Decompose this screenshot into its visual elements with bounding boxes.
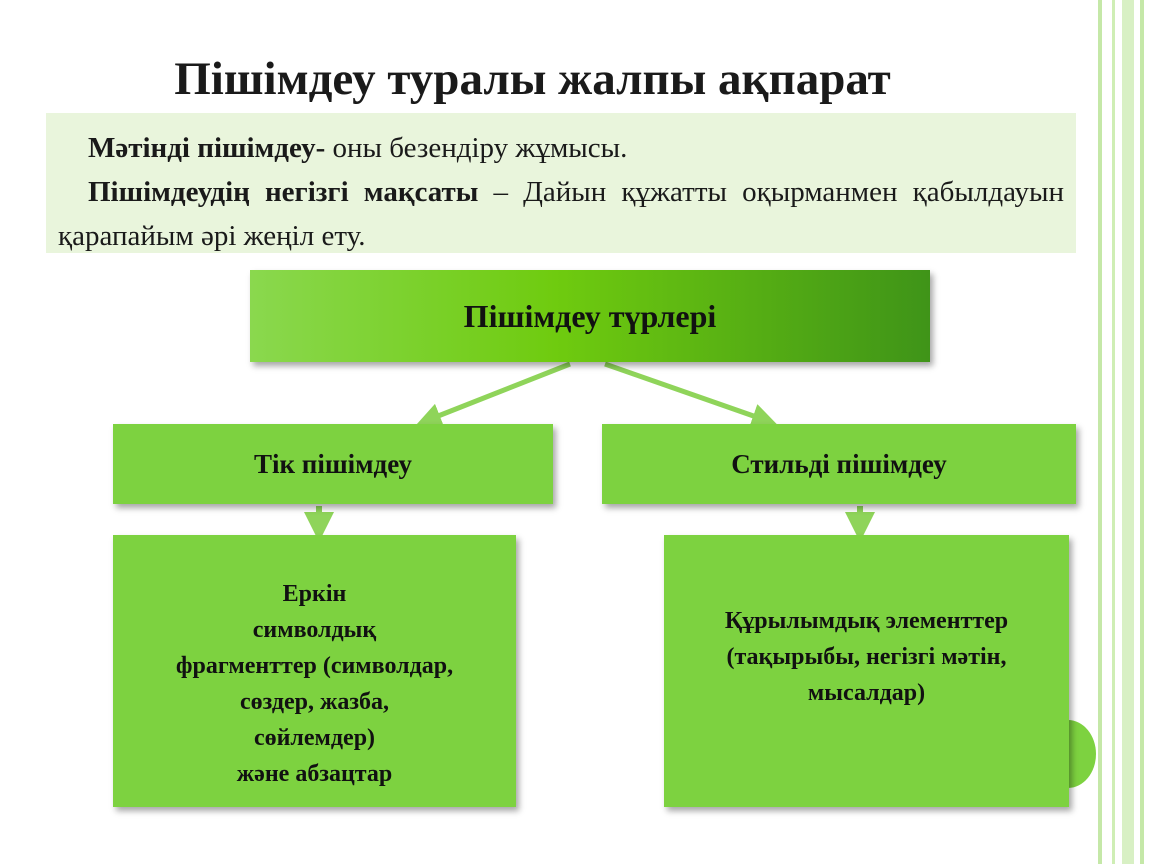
root-box: Пішімдеу түрлері (250, 270, 930, 362)
detail-line: сөздер, жазба, (239, 689, 390, 715)
intro-term-2: Пішімдеудің негізгі мақсаты (88, 176, 479, 208)
intro-line-2: Пішімдеудің негізгі мақсаты – Дайын құжа… (58, 170, 1064, 258)
detail-line: фрагменттер (символдар, (175, 653, 454, 679)
arrow-root-to-right (604, 361, 777, 428)
detail-line: (тақырыбы, негізгі мәтін, (726, 644, 1007, 670)
intro-box: Мәтінді пішімдеу- оны безендіру жұмысы. … (46, 113, 1076, 253)
frame-line-3 (1122, 0, 1134, 864)
intro-term-1: Мәтінді пішімдеу- (88, 132, 326, 164)
frame-line-4 (1140, 0, 1144, 864)
branch-box-style: Стильді пішімдеу (602, 424, 1076, 504)
detail-line: мысалдар) (807, 680, 926, 706)
detail-box-style: Құрылымдық элементтер (тақырыбы, негізгі… (664, 535, 1069, 807)
intro-definition-1: оны безендіру жұмысы. (325, 132, 628, 164)
frame-line-1 (1098, 0, 1102, 864)
intro-line-1: Мәтінді пішімдеу- оны безендіру жұмысы. (58, 126, 1064, 170)
branch-box-vertical: Тік пішімдеу (113, 424, 553, 504)
detail-box-vertical: Еркін символдық фрагменттер (символдар, … (113, 535, 516, 807)
detail-line: Еркін (282, 581, 347, 607)
detail-line: Құрылымдық элементтер (724, 608, 1009, 634)
arrow-root-to-left (416, 361, 571, 428)
frame-line-2 (1112, 0, 1115, 864)
detail-line: және абзацтар (236, 761, 393, 787)
intro-definition-2: – Дайын құжатты оқырманмен қабылдауын қа… (58, 176, 1064, 252)
detail-line: символдық (252, 617, 377, 643)
slide-title: Пішімдеу туралы жалпы ақпарат (174, 53, 891, 105)
detail-line: сөйлемдер) (253, 725, 376, 751)
